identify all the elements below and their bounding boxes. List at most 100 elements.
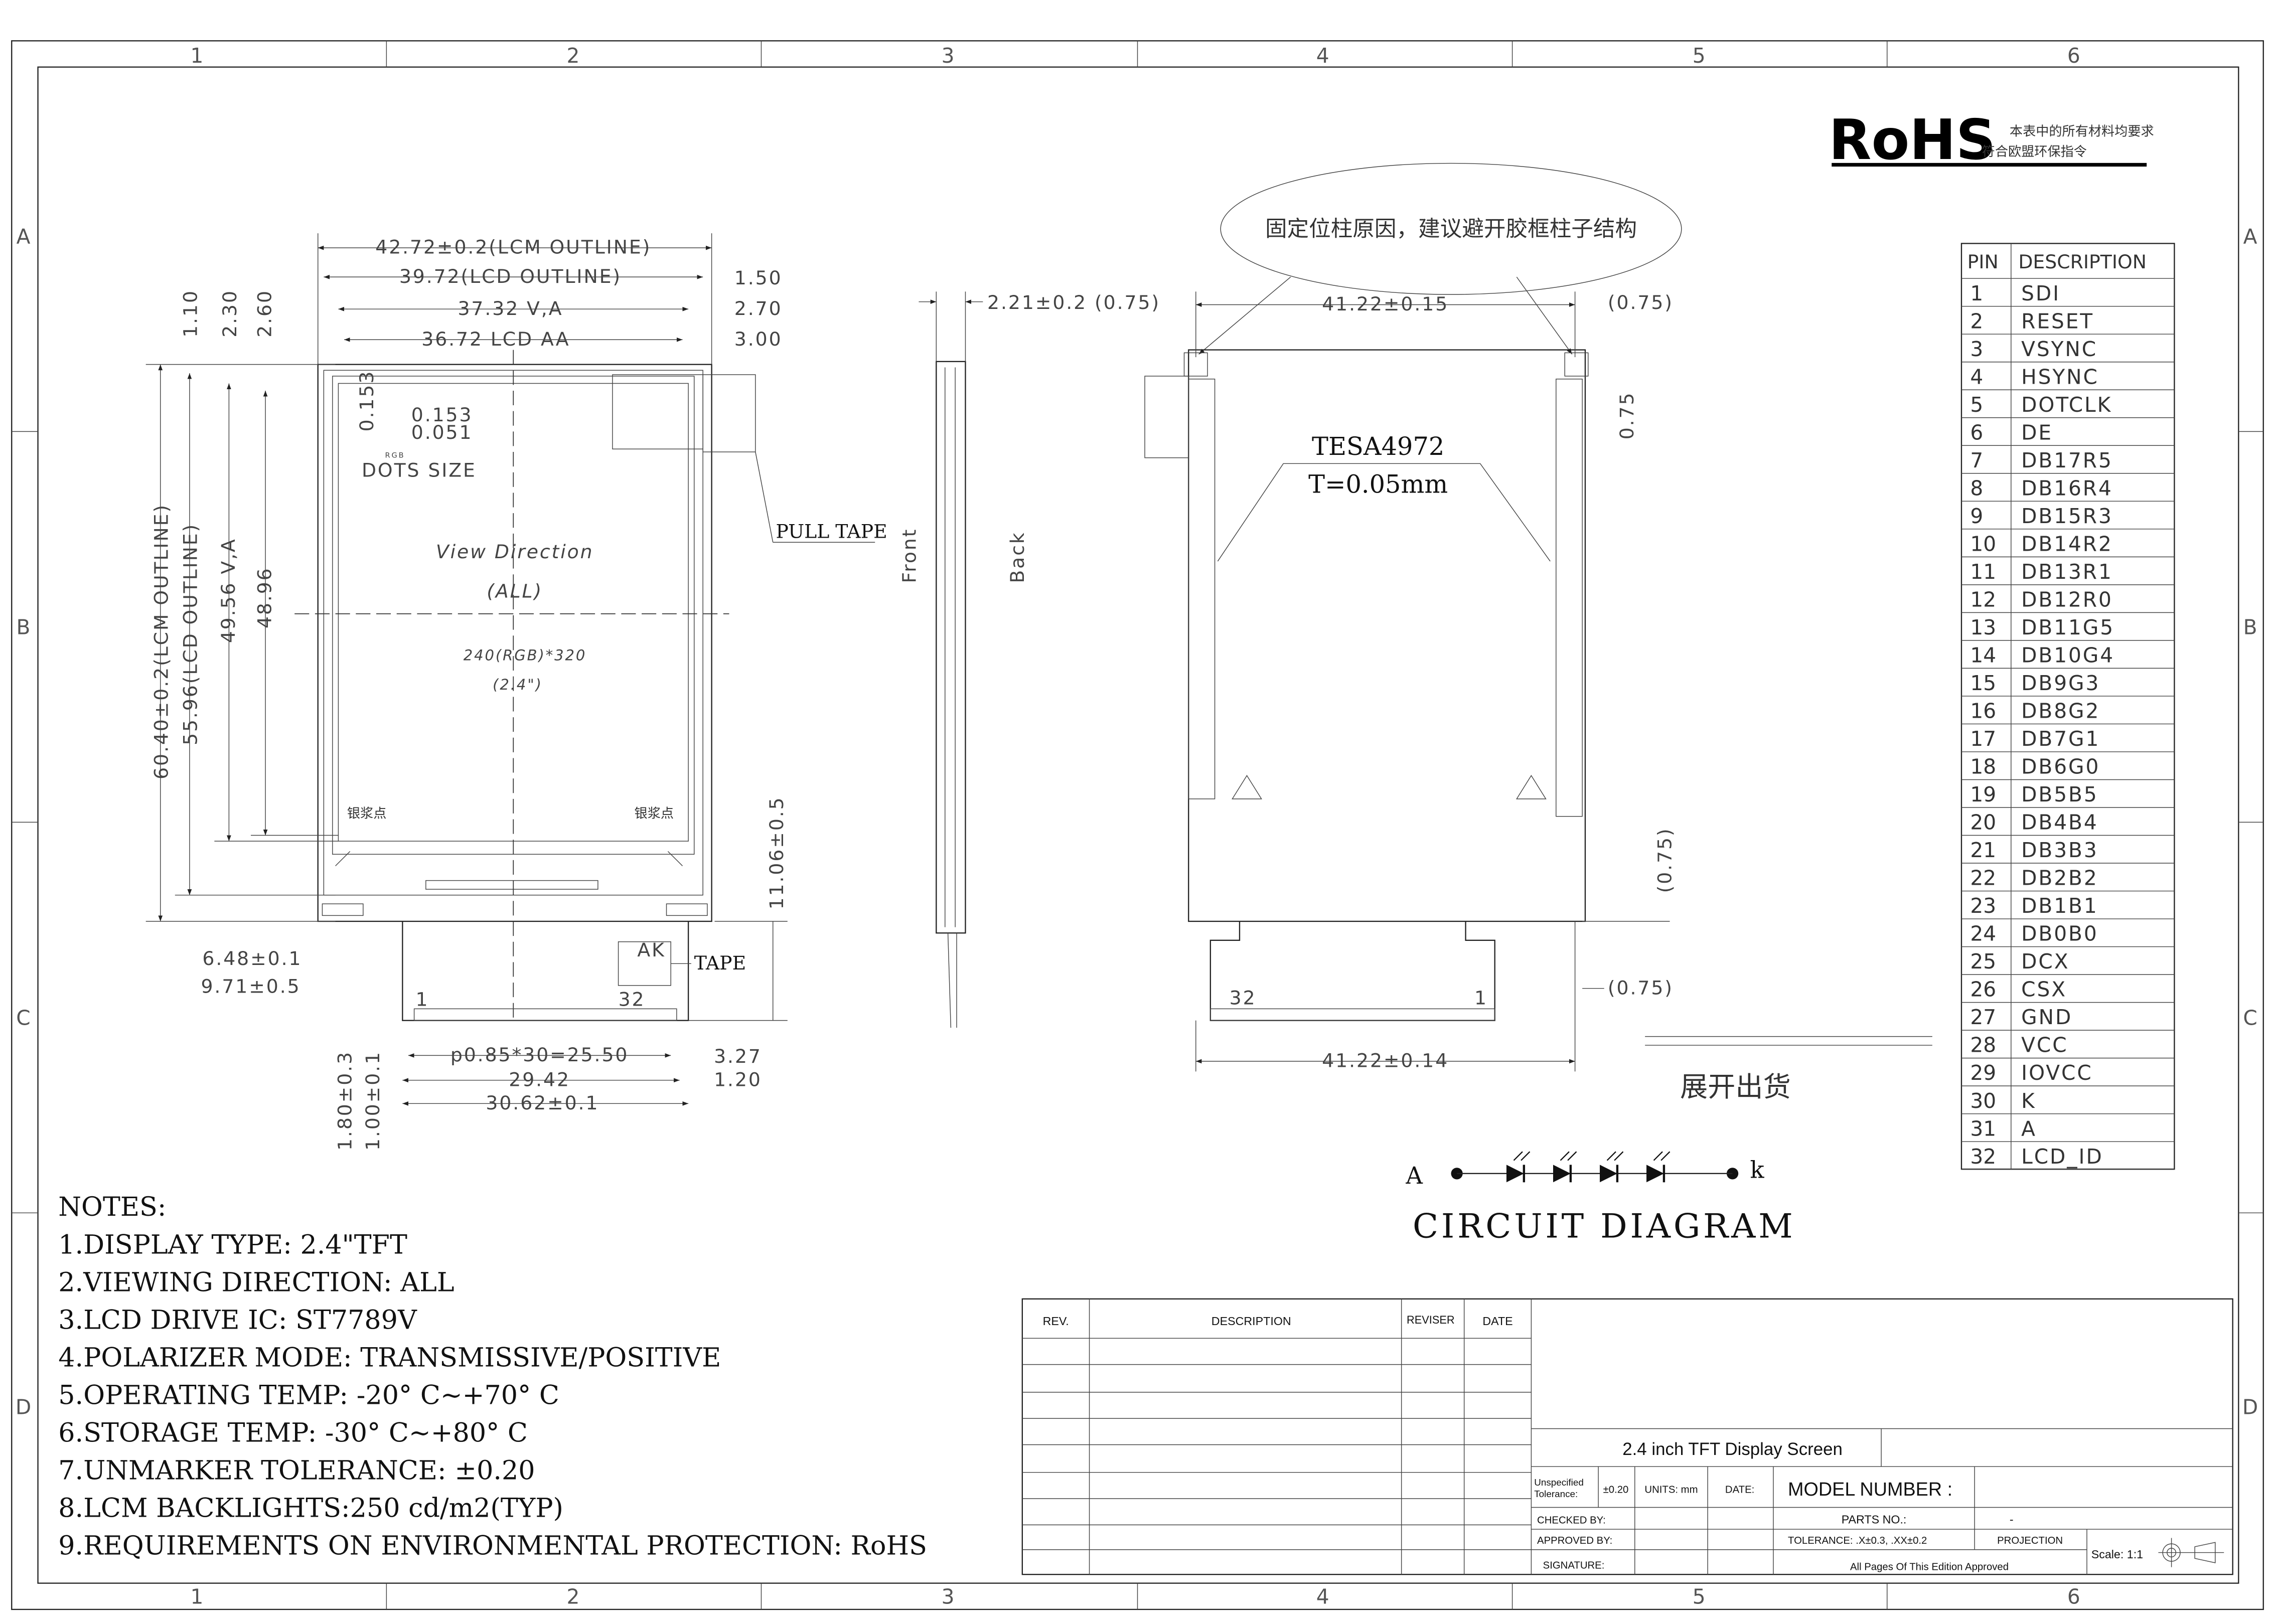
led-diode-icon xyxy=(1646,1151,1671,1183)
pin-number: 32 xyxy=(619,989,646,1011)
date-header: DATE xyxy=(1482,1315,1512,1328)
pin-number: 22 xyxy=(1970,866,1996,890)
pin-description: CSX xyxy=(2021,978,2067,1002)
pin-description: GND xyxy=(2021,1005,2072,1029)
pin-description: DOTCLK xyxy=(2021,393,2112,417)
rohs-note-line1: 本表中的所有材料均要求 xyxy=(2010,124,2154,139)
parts-no-value: - xyxy=(2010,1513,2014,1526)
pin-number: 23 xyxy=(1970,894,1996,918)
dim-top: 2.30 xyxy=(219,289,241,338)
pin-number: 14 xyxy=(1970,643,1996,667)
note-item: 9.REQUIREMENTS ON ENVIRONMENTAL PROTECTI… xyxy=(58,1531,927,1561)
dim-top: 1.10 xyxy=(179,289,201,338)
silver-dot-label: 银浆点 xyxy=(635,806,674,822)
dim-aa-height: 48.96 xyxy=(254,567,276,628)
projection-symbol-icon xyxy=(2158,1538,2224,1567)
note-item: 4.POLARIZER MODE: TRANSMISSIVE/POSITIVE xyxy=(58,1343,721,1373)
pin-number: 15 xyxy=(1970,671,1996,695)
note-item: 5.OPERATING TEMP: -20° C~+70° C xyxy=(58,1380,559,1411)
pin-row: 5 DOTCLK xyxy=(1970,393,2112,417)
row-label: D xyxy=(2242,1395,2258,1419)
pin-description: DB14R2 xyxy=(2021,532,2113,556)
pin-number: 5 xyxy=(1970,393,1983,417)
pin-number: 4 xyxy=(1970,365,1983,389)
view-direction: View Direction xyxy=(436,541,594,563)
pin-number: 12 xyxy=(1970,587,1996,611)
pin-number: 7 xyxy=(1970,448,1983,472)
dim-width-bottom: 41.22±0.14 xyxy=(1322,1050,1449,1072)
dim-gap: 0.75 xyxy=(1616,392,1638,440)
note-item: 8.LCM BACKLIGHTS:250 cd/m2(TYP) xyxy=(58,1493,563,1524)
drawing-title: 2.4 inch TFT Display Screen xyxy=(1622,1439,1843,1459)
row-label: B xyxy=(2243,615,2257,639)
pull-tape xyxy=(702,374,756,452)
row-label: C xyxy=(16,1006,30,1030)
approval-note: All Pages Of This Edition Approved xyxy=(1850,1561,2009,1572)
column-label: 5 xyxy=(1693,44,1706,68)
column-label: 4 xyxy=(1316,44,1329,68)
row-label: A xyxy=(2243,224,2257,248)
pin-row: 14 DB10G4 xyxy=(1970,643,2114,667)
dim-vertical: 1.00±0.1 xyxy=(362,1051,384,1151)
pin-description: DB6G0 xyxy=(2021,755,2100,779)
pin-description: A xyxy=(2021,1116,2037,1141)
rohs-note-line2: 符合欧盟环保指令 xyxy=(1982,144,2087,159)
pin-number: 1 xyxy=(1474,987,1488,1009)
pin-row: 22 DB2B2 xyxy=(1970,866,2098,890)
dim-offset: 3.27 xyxy=(714,1045,762,1067)
pin-number: 13 xyxy=(1970,615,1996,639)
dim-offset: 2.70 xyxy=(734,297,783,319)
note-item: 7.UNMARKER TOLERANCE: ±0.20 xyxy=(58,1455,535,1486)
pin-description: DB3B3 xyxy=(2021,838,2098,862)
units: UNITS: mm xyxy=(1644,1484,1698,1495)
pin-description: IOVCC xyxy=(2021,1061,2093,1085)
pin-description: LCD_ID xyxy=(2021,1145,2103,1169)
front-view: 42.72±0.2(LCM OUTLINE) 39.72(LCD OUTLINE… xyxy=(145,233,887,1151)
dim-lcm-height: 60.40±0.2(LCM OUTLINE) xyxy=(150,504,172,779)
rohs-logo: RoHS xyxy=(1829,108,1996,173)
dim-aa-width: 36.72 LCD AA xyxy=(421,328,570,350)
pin-number: 28 xyxy=(1970,1033,1996,1057)
dim-fpc-length: 11.06±0.5 xyxy=(766,796,788,909)
pin-number: 3 xyxy=(1970,337,1983,361)
pin-number: 10 xyxy=(1970,532,1996,556)
led-diode-icon xyxy=(1553,1151,1577,1183)
dim-va-height: 49.56 V,A xyxy=(217,538,239,643)
tape-model: TESA4972 xyxy=(1312,432,1444,461)
dim-gap: (0.75) xyxy=(1608,291,1674,313)
pin-description: DB12R0 xyxy=(2021,587,2113,611)
pin-number: 2 xyxy=(1970,309,1983,333)
callout-bubble xyxy=(1220,163,1682,295)
dim-top: 2.60 xyxy=(254,289,276,338)
dim-offset: 3.00 xyxy=(734,328,783,350)
unspecified-label: Tolerance: xyxy=(1534,1489,1578,1500)
pin-description: DB16R4 xyxy=(2021,476,2113,500)
pin-description: DB10G4 xyxy=(2021,643,2114,667)
column-label: 2 xyxy=(567,1584,580,1608)
led-chain xyxy=(1506,1151,1671,1183)
tolerance-label: TOLERANCE: .X±0.3, .XX±0.2 xyxy=(1788,1535,1927,1546)
dim-gap: (0.75) xyxy=(1653,827,1676,893)
title-block: REV. DESCRIPTION REVISER DATE 2.4 inch T… xyxy=(1021,1298,2233,1575)
display-size: (2.4") xyxy=(493,676,543,693)
pin-description: DB9G3 xyxy=(2021,671,2100,695)
pin-description: DB2B2 xyxy=(2021,866,2098,890)
cathode-label: k xyxy=(1750,1157,1764,1184)
back-label: Back xyxy=(1006,531,1028,583)
dim-width-top: 41.22±0.15 xyxy=(1322,293,1449,315)
dim-pitch: p0.85*30=25.50 xyxy=(450,1044,629,1066)
reviser-header: REVISER xyxy=(1407,1314,1455,1326)
dim-thickness: 2.21±0.2 (0.75) xyxy=(987,291,1160,313)
